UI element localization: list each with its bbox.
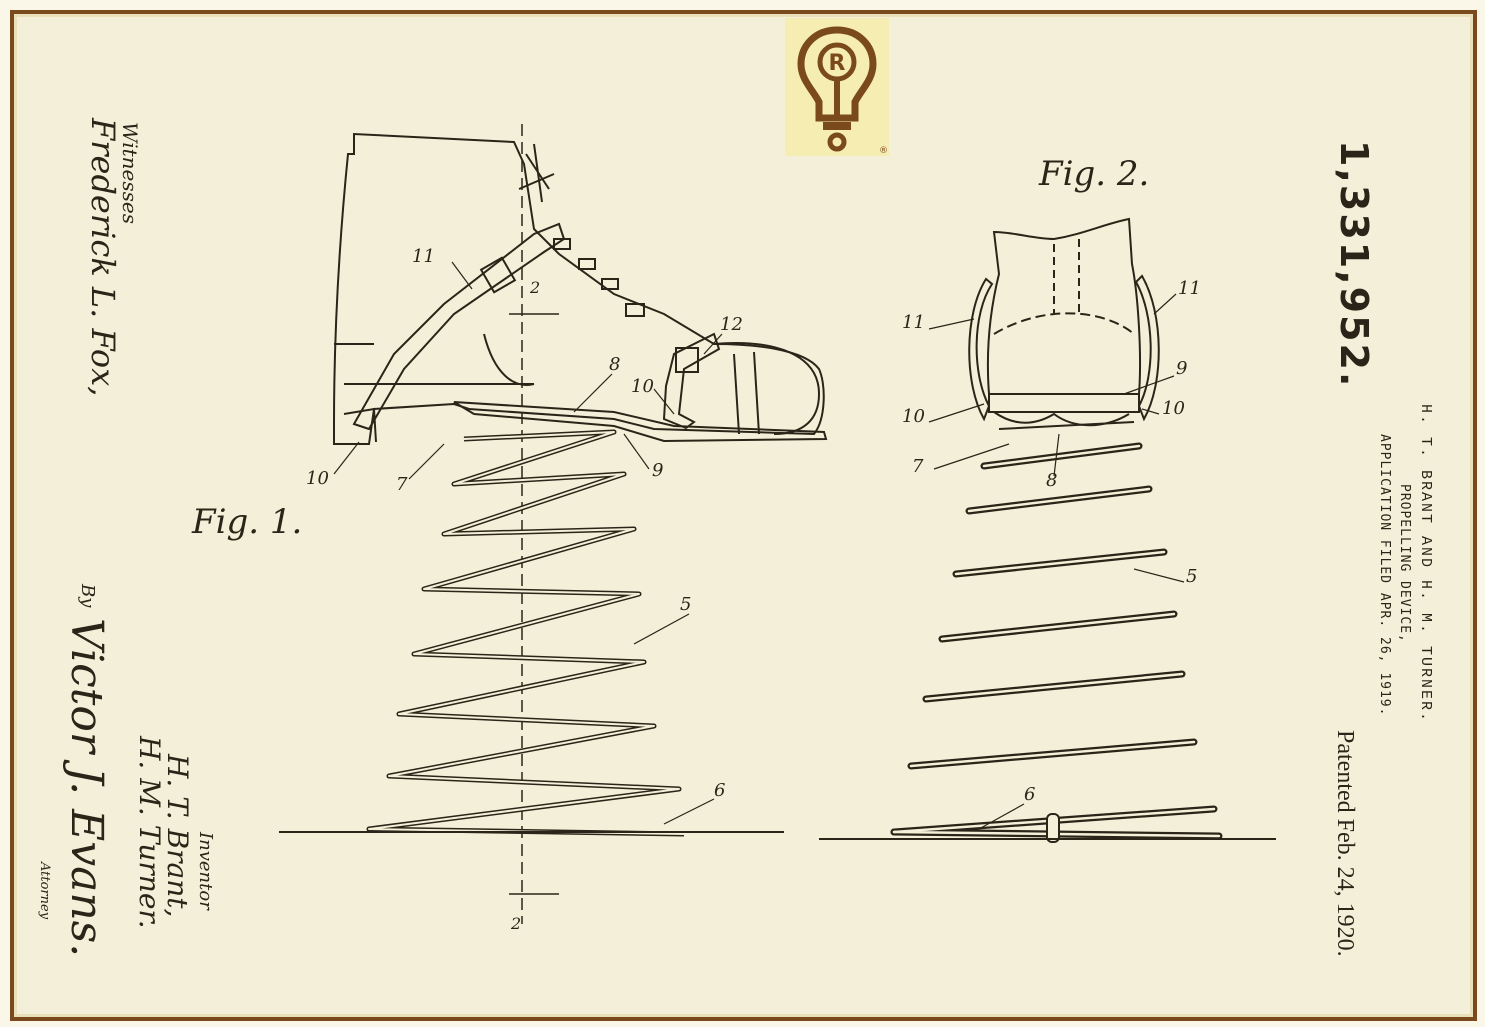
fig1-ref-10-heel: 10	[306, 468, 329, 489]
logo-letter: R	[829, 51, 846, 76]
fig2-caption: Fig. 2.	[1039, 154, 1150, 194]
fig2-ref-5: 5	[1186, 566, 1198, 587]
fig2-front-drawing	[819, 217, 1276, 843]
lightbulb-icon: R	[797, 26, 877, 152]
fig1-ref-5: 5	[680, 594, 692, 615]
fig2-ref-8: 8	[1046, 470, 1058, 491]
fig2-ref-10-right: 10	[1162, 398, 1185, 419]
fig2-ref-11-right: 11	[1178, 278, 1201, 299]
attorney-label: Attorney	[37, 862, 52, 920]
fig2-ref-7: 7	[912, 456, 924, 477]
fig1-boot-drawing	[279, 124, 828, 924]
patent-title: PROPELLING DEVICE,	[1397, 484, 1412, 643]
fig1-ref-10-toe: 10	[631, 376, 654, 397]
fig2-ref-6: 6	[1024, 784, 1036, 805]
fig1-ref-6: 6	[714, 780, 726, 801]
patent-drawings	[279, 124, 1276, 924]
lightbulb-logo: R ®	[785, 18, 889, 156]
fig1-caption: Fig. 1.	[192, 502, 303, 542]
witness-signature: Frederick L. Fox,	[84, 118, 122, 397]
fig2-ref-11-left: 11	[902, 312, 925, 333]
patent-number: 1,331,952.	[1332, 140, 1376, 389]
leader-lines	[333, 261, 1185, 830]
fig2-ref-10-left: 10	[902, 406, 925, 427]
fig1-section-mark-bottom: 2	[511, 914, 522, 933]
fig1-ref-8: 8	[609, 354, 621, 375]
fig1-ref-11: 11	[412, 246, 435, 267]
patent-inventors: H. T. BRANT AND H. M. TURNER.	[1417, 404, 1434, 724]
registered-mark: ®	[879, 146, 888, 156]
inventor-signature-2: H. M. Turner.	[133, 736, 166, 929]
fig1-ref-7: 7	[396, 474, 408, 495]
by-label: By	[77, 584, 98, 608]
attorney-signature: Victor J. Evans.	[61, 618, 112, 958]
inventor-label: Inventor	[195, 832, 216, 910]
fig2-ref-9: 9	[1176, 358, 1188, 379]
fig1-section-mark-top: 2	[530, 278, 541, 297]
fig1-ref-9: 9	[652, 460, 664, 481]
fig1-ref-12: 12	[720, 314, 743, 335]
document-frame: R ®	[10, 10, 1477, 1021]
application-filed: APPLICATION FILED APR. 26, 1919.	[1377, 434, 1392, 717]
patent-sheet: R ®	[14, 14, 1473, 1017]
patented-date: Patented Feb. 24, 1920.	[1332, 730, 1358, 957]
